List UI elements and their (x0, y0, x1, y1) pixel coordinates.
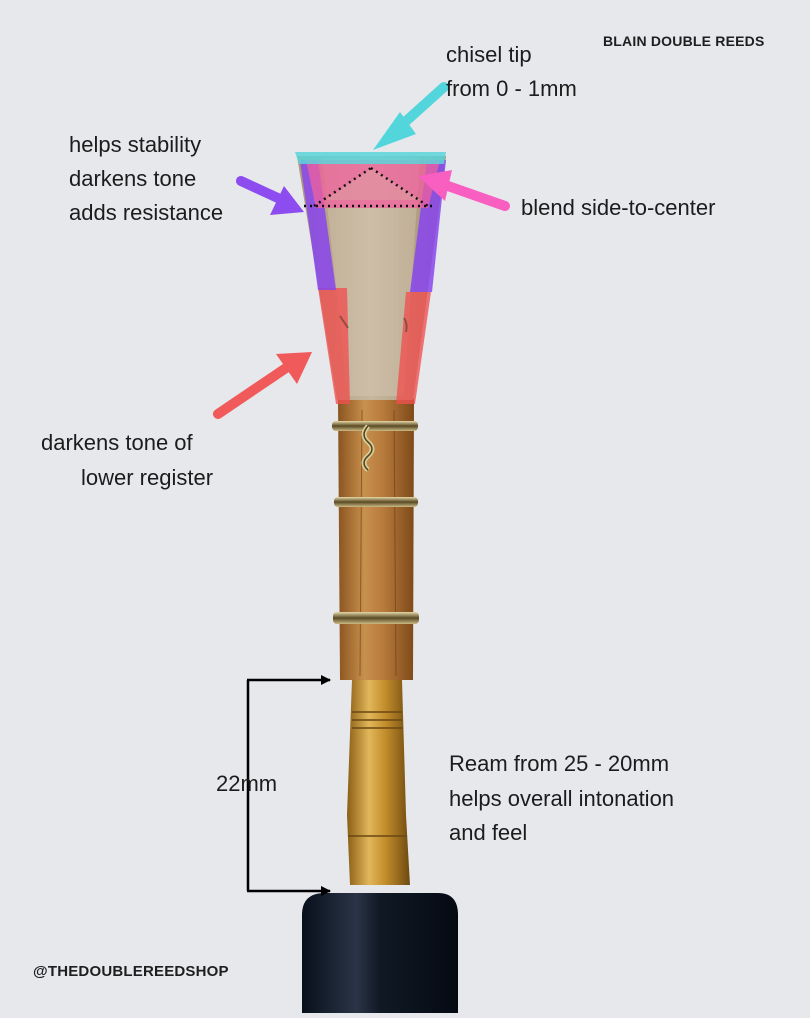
social-handle: @THEDOUBLEREEDSHOP (33, 963, 229, 980)
staple-rings (348, 711, 407, 837)
chisel-tip-zone (295, 152, 446, 164)
stability-arrow (236, 176, 304, 215)
stability-line-3: adds resistance (69, 200, 224, 225)
lower-register-line-1: darkens tone of (41, 430, 193, 455)
thread-wrap (338, 398, 414, 680)
staple (347, 680, 410, 885)
staple-length-bracket (246, 675, 331, 896)
ream-line-1: Ream from 25 - 20mm (449, 751, 670, 776)
chisel-tip-line-1: chisel tip (446, 42, 532, 67)
chisel-tip-line-2: from 0 - 1mm (446, 76, 577, 101)
blend-arrow (418, 170, 510, 211)
ream-line-3: and feel (449, 820, 528, 845)
lower-register-arrow (213, 352, 312, 419)
blend-guide-lines (304, 166, 436, 208)
brand-name: BLAIN DOUBLE REEDS (603, 33, 765, 49)
blend-zone (306, 160, 440, 208)
wires (332, 421, 419, 624)
stability-line-2: darkens tone (69, 166, 197, 191)
lower-register-line-2: lower register (81, 465, 214, 490)
chisel-tip-arrow (373, 82, 449, 150)
staple-length-label: 22mm (216, 771, 278, 796)
mandrel (302, 893, 458, 1013)
stability-zone-left (300, 160, 336, 290)
ream-line-2: helps overall intonation (449, 786, 675, 811)
blend-label: blend side-to-center (521, 195, 716, 220)
stability-line-1: helps stability (69, 132, 202, 157)
lower-register-zone-left (318, 288, 350, 404)
